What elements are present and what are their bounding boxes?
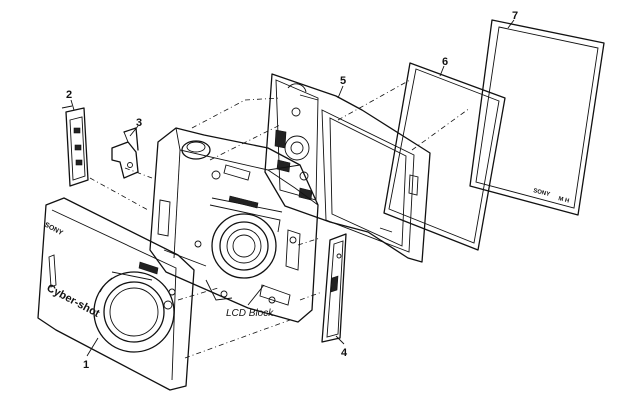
- lcd-block-body: [149, 127, 319, 323]
- part-6-lcd-glass: [383, 62, 506, 251]
- part-1-label: 1: [83, 359, 89, 371]
- part-2-label: 2: [66, 89, 72, 101]
- part-1-front-cabinet: SONY Cyber-shot: [37, 197, 195, 391]
- assembly-lines: [89, 79, 471, 359]
- part-4-side-cover: [321, 233, 347, 343]
- part-5-label: 5: [340, 75, 346, 87]
- part-2-side-bracket: [61, 105, 89, 187]
- part-labels: 1 2 3 4 5 6 7 LCD Block: [66, 10, 518, 371]
- lcd-block-label: LCD Block: [226, 308, 274, 319]
- front-model-text: Cyber-shot: [45, 282, 102, 320]
- part-3-bracket: [111, 127, 139, 179]
- part-4-label: 4: [341, 347, 348, 359]
- part-6-label: 6: [442, 56, 448, 68]
- svg-text:M H: M H: [558, 196, 570, 204]
- svg-text:SONY: SONY: [533, 188, 551, 198]
- part-7-lcd-window: SONY M H: [469, 19, 605, 216]
- leader-lines: [70, 19, 515, 357]
- part-7-label: 7: [512, 10, 518, 22]
- part-5-rear-cabinet: [264, 73, 431, 263]
- part-3-label: 3: [136, 117, 142, 129]
- front-logo-text: SONY: [43, 222, 64, 238]
